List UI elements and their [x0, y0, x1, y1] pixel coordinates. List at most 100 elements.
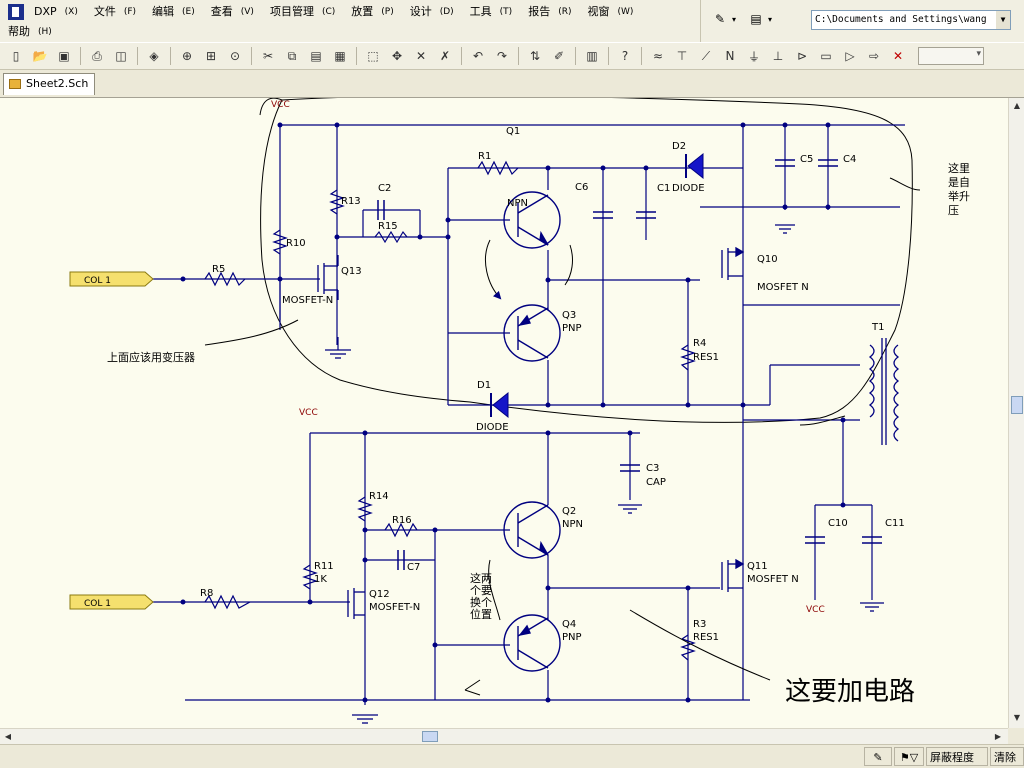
svg-text:这两: 这两	[470, 571, 492, 585]
menu-item-r1-0[interactable]: DXP	[34, 5, 57, 18]
toolbar-separator	[80, 47, 81, 65]
paste-icon[interactable]: ▤	[310, 49, 322, 63]
zoom-selected-icon[interactable]: ⊙	[229, 49, 241, 63]
menu-accel-key: (W)	[617, 7, 634, 17]
menu-item-r1-6[interactable]: 设计	[409, 5, 432, 18]
move-icon[interactable]: ✥	[391, 49, 403, 63]
menu-item-r2-0[interactable]: 帮助	[8, 25, 30, 38]
copy-icon[interactable]: ⧉	[287, 48, 297, 63]
svg-text:MOSFET-N: MOSFET-N	[369, 602, 420, 613]
chevron-down-icon[interactable]: ▾	[731, 14, 736, 24]
menu-item-r1-7[interactable]: 工具	[469, 5, 492, 18]
preview-icon[interactable]: ◫	[115, 49, 127, 63]
menu-item-r1-8[interactable]: 报告	[528, 5, 551, 18]
library-icon[interactable]: ▥	[586, 49, 598, 63]
svg-text:R8: R8	[200, 588, 213, 599]
mask-level-button[interactable]: 屏蔽程度	[926, 747, 988, 766]
save-icon[interactable]: ▣	[58, 49, 70, 63]
scroll-up-icon[interactable]: ▲	[1013, 101, 1021, 110]
svg-text:NPN: NPN	[562, 519, 583, 530]
hierarchy-icon[interactable]: ⇅	[529, 49, 541, 63]
zoom-area-icon[interactable]: ⊞	[205, 49, 217, 63]
scroll-left-icon[interactable]: ◀	[4, 732, 12, 741]
menu-item-r1-1[interactable]: 文件	[93, 5, 116, 18]
menu-item-r1-2[interactable]: 编辑	[152, 5, 175, 18]
bus-icon[interactable]: ⊤	[676, 49, 688, 63]
tab-label: Sheet2.Sch	[26, 77, 89, 90]
navigation-panel: ✎ ▾ ▤ ▾ C:\Documents and Settings\wang ▼	[700, 0, 1024, 42]
redo-icon[interactable]: ↷	[496, 49, 508, 63]
path-combo[interactable]: C:\Documents and Settings\wang ▼	[811, 10, 1011, 30]
chevron-down-icon[interactable]: ▾	[767, 14, 772, 24]
open-icon[interactable]: 📂	[32, 49, 48, 63]
scroll-thumb[interactable]	[1011, 396, 1023, 414]
vertical-scrollbar[interactable]: ▲ ▼	[1008, 98, 1024, 728]
select-area-icon[interactable]: ⬚	[367, 49, 379, 63]
menu-item-r1-3[interactable]: 查看	[210, 5, 233, 18]
svg-text:Q1: Q1	[506, 126, 520, 137]
grounds	[325, 224, 884, 724]
toolbar-separator	[608, 47, 609, 65]
svg-text:R10: R10	[286, 238, 306, 249]
clear-icon[interactable]: ✗	[439, 49, 451, 63]
undo-icon[interactable]: ↶	[472, 49, 484, 63]
scroll-down-icon[interactable]: ▼	[1013, 713, 1021, 722]
paste-array-icon[interactable]: ▦	[334, 49, 346, 63]
chevron-down-icon[interactable]: ▼	[996, 11, 1010, 29]
gnd-symbol	[352, 714, 378, 724]
printer-icon[interactable]: ▤	[750, 12, 762, 26]
port-icon[interactable]: ⇨	[868, 49, 880, 63]
menu-item-r1-5[interactable]: 放置	[351, 5, 374, 18]
scroll-right-icon[interactable]: ▶	[994, 732, 1002, 741]
tab-sheet2-sch[interactable]: Sheet2.Sch	[3, 73, 96, 95]
scroll-thumb[interactable]	[422, 731, 438, 742]
gnd-port-icon[interactable]: ⏚	[747, 49, 760, 64]
diode-d2	[685, 152, 704, 180]
svg-text:R16: R16	[392, 515, 412, 526]
sheet-entry-icon[interactable]: ▷	[845, 49, 855, 63]
gnd-symbol	[325, 349, 351, 359]
clear-button[interactable]: 清除	[990, 747, 1024, 766]
vcc-port-icon[interactable]: ⊥	[772, 49, 784, 63]
svg-text:C1: C1	[657, 183, 670, 194]
horizontal-scrollbar[interactable]: ◀ ▶	[0, 728, 1008, 744]
svg-text:C3: C3	[646, 463, 659, 474]
svg-text:MOSFET N: MOSFET N	[757, 282, 809, 293]
dxp-logo-icon	[8, 4, 24, 20]
filter-icon[interactable]: ⚑▽	[894, 747, 924, 766]
svg-text:RES1: RES1	[693, 632, 719, 643]
main-toolbar: ▯ 📂 ▣ ⎙ ◫ ◈ ⊕ ⊞ ⊙ ✂ ⧉ ▤ ▦ ⬚ ✥ ✕ ✗ ↶ ↷ ⇅ ✐ ▥? ≈ ⊤ ⟋ N ⏚ ⊥ ⊳ ▭ ▷ ⇨ ✕	[0, 42, 1024, 70]
resistor-r16	[384, 522, 418, 538]
resistors	[204, 160, 696, 661]
svg-text:C5: C5	[800, 154, 813, 165]
svg-text:C11: C11	[885, 518, 905, 529]
svg-text:NPN: NPN	[507, 198, 528, 209]
menu-item-r1-4[interactable]: 项目管理	[269, 5, 314, 18]
menu-item-r1-9[interactable]: 视窗	[587, 5, 610, 18]
sheet-symbol-icon[interactable]: ▭	[820, 49, 832, 63]
schematic-canvas[interactable]: COL 1 COL 1 VCC Q1 R1 D2 C5 C4 C2 R13 R1…	[0, 98, 1008, 728]
design-compiler-icon[interactable]: ✎	[714, 12, 726, 26]
cut-icon[interactable]: ✂	[262, 49, 274, 63]
svg-text:Q10: Q10	[757, 254, 778, 265]
menu-accel-key: (D)	[439, 7, 454, 17]
probe-icon[interactable]: ✐	[553, 49, 565, 63]
bus-entry-icon[interactable]: ⟋	[701, 48, 711, 63]
deselect-icon[interactable]: ✕	[415, 49, 427, 63]
zoom-fit-icon[interactable]: ⊕	[181, 49, 193, 63]
mosfet-q10	[721, 246, 745, 280]
new-icon[interactable]: ▯	[12, 49, 20, 63]
no-erc-icon[interactable]: ✕	[892, 49, 904, 63]
wire-icon[interactable]: ≈	[652, 49, 664, 63]
layers-icon[interactable]: ◈	[149, 49, 159, 63]
wires-lower	[150, 405, 873, 705]
svg-text:VCC: VCC	[299, 408, 318, 418]
pen-icon[interactable]: ✎	[864, 747, 892, 766]
part-icon[interactable]: ⊳	[796, 49, 808, 63]
toolbar-combo[interactable]	[918, 47, 984, 65]
net-label-icon[interactable]: N	[725, 49, 735, 63]
schematic-drawing[interactable]: COL 1 COL 1 VCC Q1 R1 D2 C5 C4 C2 R13 R1…	[0, 98, 1008, 728]
help-icon[interactable]: ?	[621, 49, 629, 63]
menu-bar: DXP(X)文件(F)编辑(E)查看(V)项目管理(C)放置(P)设计(D)工具…	[0, 0, 700, 42]
print-icon[interactable]: ⎙	[92, 48, 102, 63]
